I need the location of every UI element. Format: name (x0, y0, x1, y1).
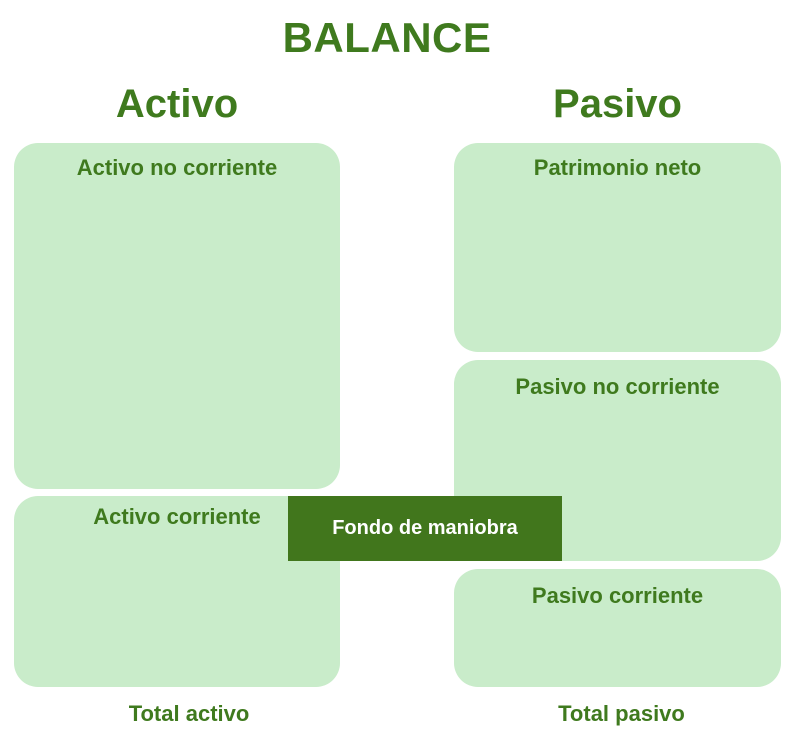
diagram-title: BALANCE (282, 14, 492, 61)
current-assets-label: Activo corriente (93, 504, 261, 529)
equity-box: Patrimonio neto (454, 143, 781, 352)
non-current-assets-box: Activo no corriente (14, 143, 340, 489)
assets-heading: Activo (115, 82, 239, 126)
total-assets-label: Total activo (128, 701, 250, 726)
liabilities-heading: Pasivo (553, 82, 682, 126)
current-liabilities-box: Pasivo corriente (454, 569, 781, 687)
non-current-assets-label: Activo no corriente (76, 155, 278, 180)
working-capital-band: Fondo de maniobra (288, 496, 562, 561)
equity-label: Patrimonio neto (533, 155, 702, 180)
current-liabilities-label: Pasivo corriente (531, 583, 704, 608)
current-assets-box: Activo corriente (14, 496, 340, 687)
non-current-liabilities-label: Pasivo no corriente (515, 374, 720, 399)
total-liabilities-label: Total pasivo (558, 701, 685, 726)
